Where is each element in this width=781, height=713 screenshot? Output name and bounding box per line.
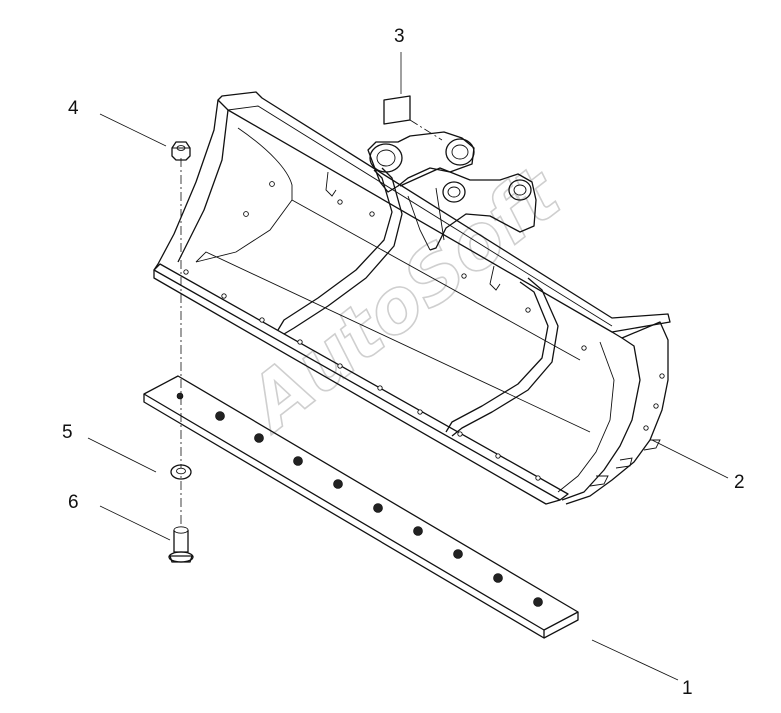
leader-line-5 — [87, 437, 157, 473]
leader-line-4 — [99, 113, 167, 147]
callout-4: 4 — [68, 98, 79, 119]
blade-bolt-holes — [176, 392, 543, 607]
leader-line-1 — [591, 639, 679, 681]
leader-line-2 — [651, 439, 729, 479]
callout-5: 5 — [62, 422, 73, 443]
nut — [171, 141, 191, 161]
callout-3: 3 — [394, 26, 405, 47]
callout-6: 6 — [68, 492, 79, 513]
callout-1: 1 — [682, 678, 693, 699]
callout-2: 2 — [734, 472, 745, 493]
bucket-body — [153, 91, 671, 505]
label-plate — [383, 95, 443, 141]
cutting-edge-blade — [143, 375, 579, 639]
watermark: AutoSoft — [229, 150, 578, 449]
leader-line-6 — [99, 505, 171, 541]
washer — [170, 464, 192, 480]
bolt — [168, 526, 194, 563]
